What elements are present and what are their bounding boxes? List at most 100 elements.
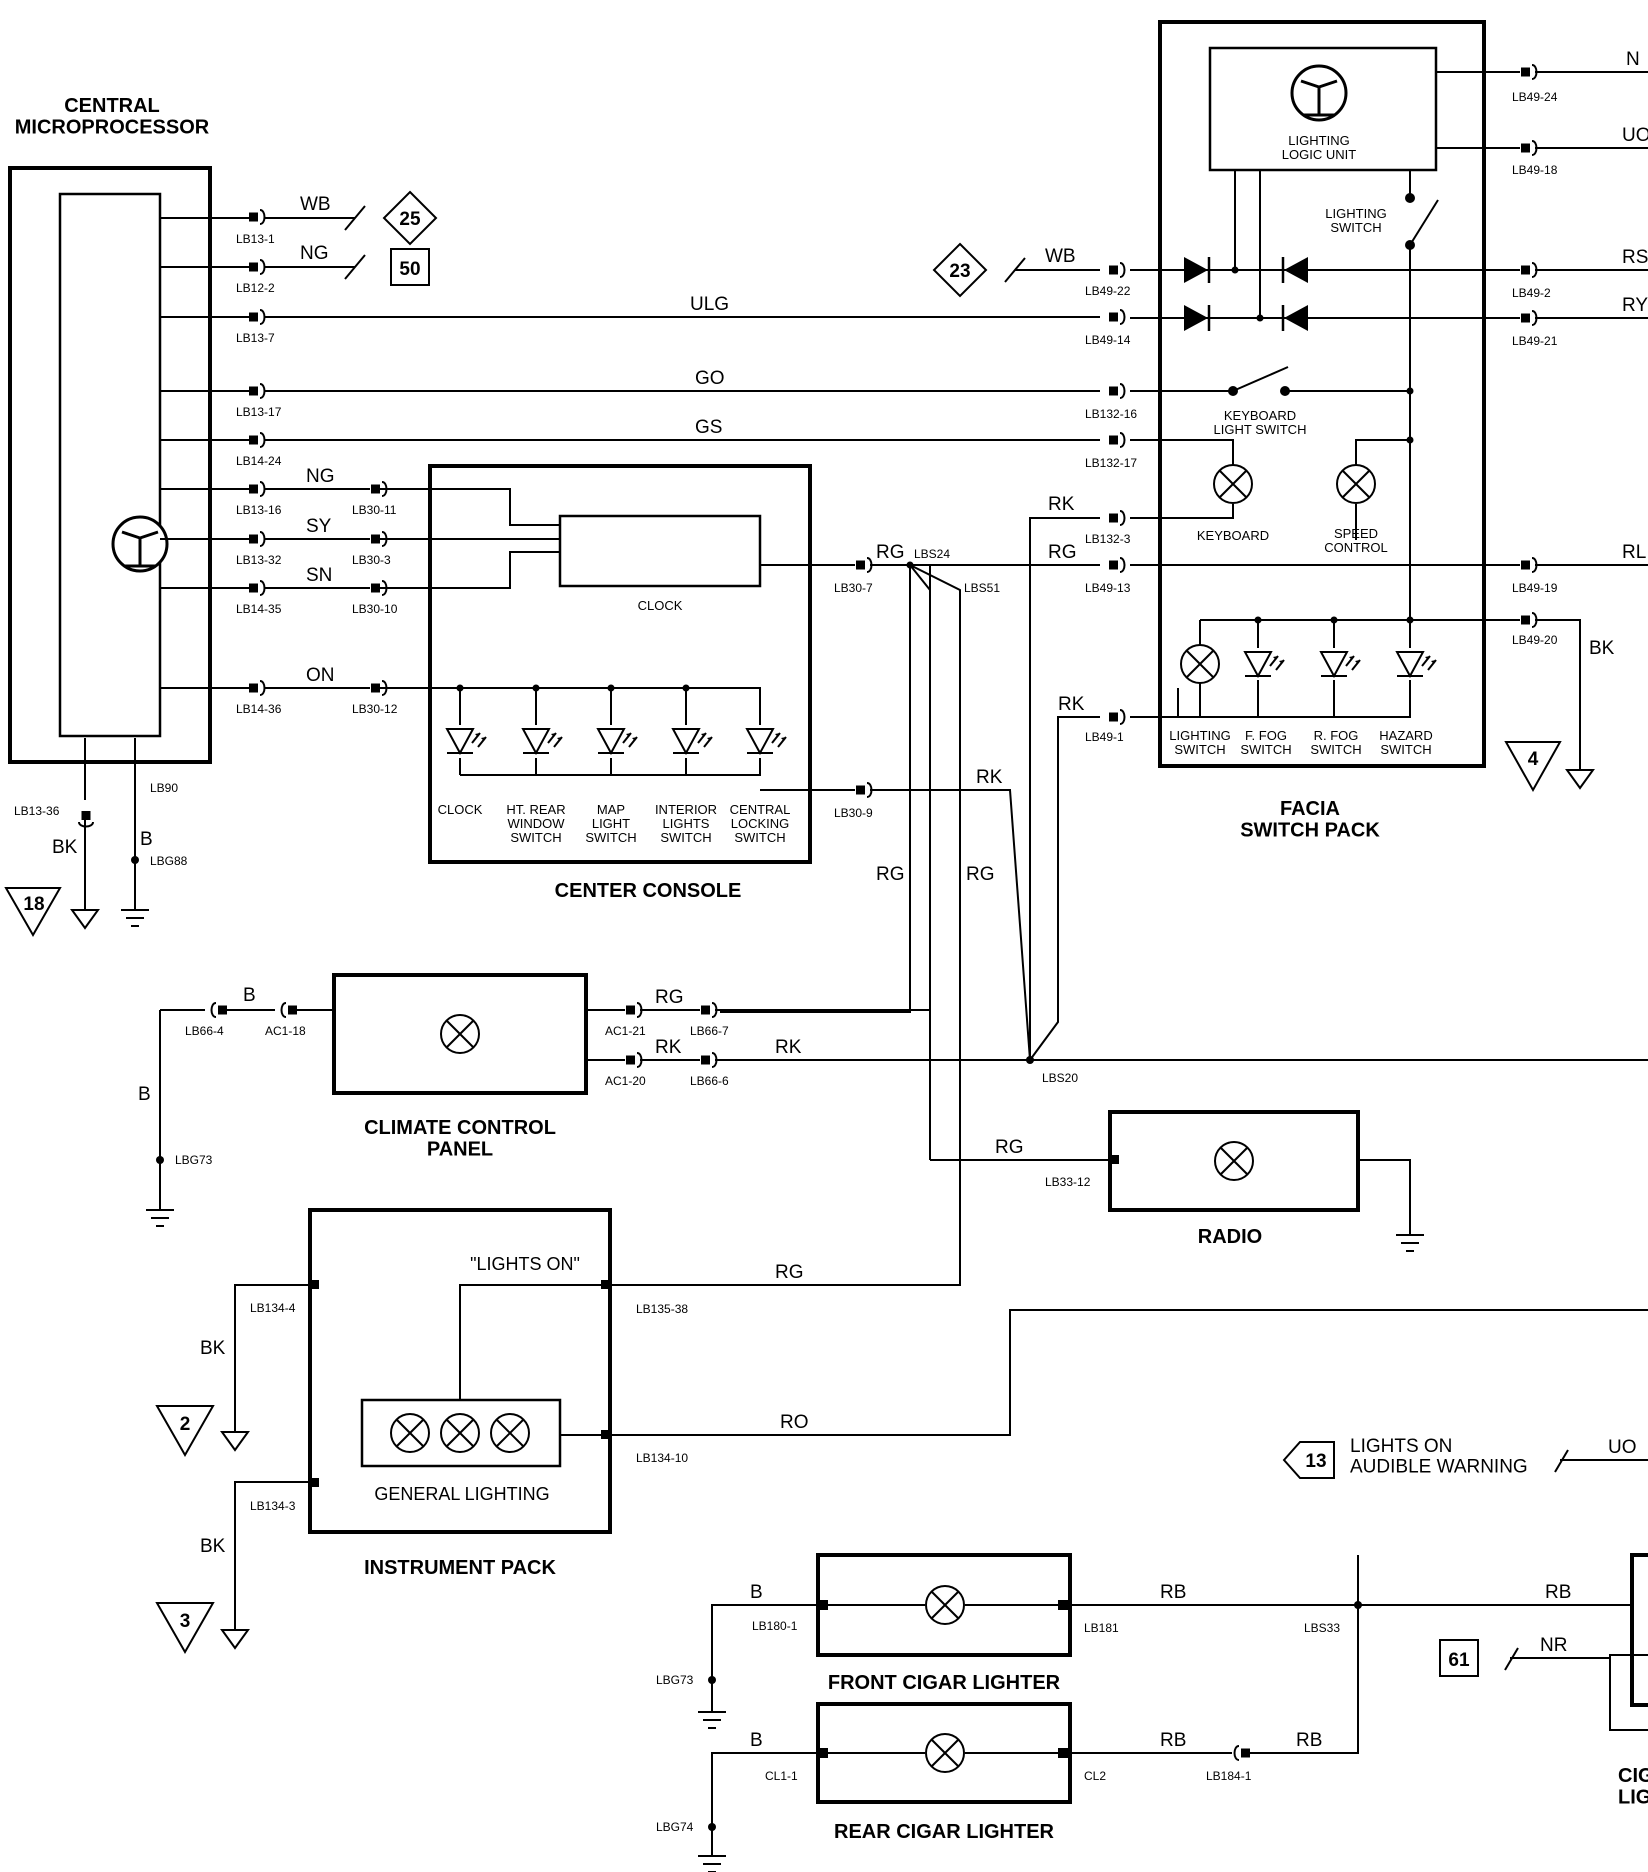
connector-lb49-20: LB49-20 bbox=[1512, 633, 1558, 647]
console-lamp-clock-icon bbox=[446, 728, 487, 754]
connector-lb30-10: LB30-10 bbox=[352, 602, 398, 616]
wire-ry: RY bbox=[1622, 295, 1648, 316]
wire-rs: RS bbox=[1622, 247, 1648, 268]
wire-ng: NG bbox=[300, 243, 329, 264]
connector-lbg73-front: LBG73 bbox=[656, 1673, 694, 1687]
connector-lb13-17: LB13-17 bbox=[236, 405, 282, 419]
svg-text:4: 4 bbox=[1528, 749, 1539, 770]
svg-text:25: 25 bbox=[399, 209, 421, 230]
wire-rk-lb30-9: RK bbox=[976, 767, 1003, 788]
diode-4-icon bbox=[1281, 303, 1310, 333]
ref-4: 4 bbox=[1504, 741, 1562, 793]
wire-sn: SN bbox=[306, 565, 332, 586]
connector-lb13-1: LB13-1 bbox=[236, 232, 275, 246]
wire-wb: WB bbox=[300, 194, 331, 215]
general-lighting-lamp-2-icon bbox=[440, 1413, 480, 1453]
wire-rg-branch2: RG bbox=[966, 864, 995, 885]
radio-lamp-icon bbox=[1214, 1141, 1254, 1181]
wire-on: ON bbox=[306, 665, 335, 686]
svg-text:23: 23 bbox=[949, 261, 970, 282]
rear-cigar-lighter-lamp-icon bbox=[925, 1733, 965, 1773]
ref-23: 23 bbox=[932, 242, 988, 298]
facia-lamp-hazard-icon bbox=[1396, 651, 1437, 677]
connector-lb49-18: LB49-18 bbox=[1512, 163, 1558, 177]
lights-on-label: "LIGHTS ON" bbox=[470, 1254, 580, 1274]
ref-3: 3 bbox=[155, 1602, 215, 1655]
connector-lb49-22: LB49-22 bbox=[1085, 284, 1131, 298]
connector-lb14-24: LB14-24 bbox=[236, 454, 282, 468]
front-cigar-lighter-label: FRONT CIGAR LIGHTER bbox=[828, 1672, 1061, 1694]
wire-b-lbg73: B bbox=[138, 1084, 151, 1105]
ref-13: 13 bbox=[1282, 1441, 1335, 1479]
wire-rk-lb66-6: RK bbox=[655, 1037, 682, 1058]
wire-go: GO bbox=[695, 368, 725, 389]
svg-text:13: 13 bbox=[1305, 1451, 1326, 1472]
rear-cigar-lighter: REAR CIGAR LIGHTER bbox=[816, 1702, 1072, 1843]
wire-uo-top: UO bbox=[1622, 125, 1648, 146]
wire-n: N bbox=[1626, 49, 1640, 70]
connector-cl2: CL2 bbox=[1084, 1769, 1106, 1783]
console-lamp-label: CLOCK bbox=[438, 802, 483, 817]
center-console: CLOCK CENTER CONSOLE bbox=[380, 464, 855, 902]
front-cigar-lighter: FRONT CIGAR LIGHTER bbox=[816, 1553, 1072, 1694]
front-cigar-lighter-lamp-icon bbox=[925, 1585, 965, 1625]
instrument-pack-label: INSTRUMENT PACK bbox=[364, 1557, 556, 1579]
connector-lb181: LB181 bbox=[1084, 1621, 1119, 1635]
connector-lb14-35: LB14-35 bbox=[236, 602, 282, 616]
wire-rl: RL bbox=[1622, 542, 1646, 563]
connector-lb30-3: LB30-3 bbox=[352, 553, 391, 567]
wire-rk-lb49-1: RK bbox=[1058, 694, 1085, 715]
ref-2: 2 bbox=[155, 1405, 215, 1458]
connector-lb30-7: LB30-7 bbox=[834, 581, 873, 595]
ref-25: 25 bbox=[382, 190, 438, 246]
connector-ac1-18: AC1-18 bbox=[265, 1024, 306, 1038]
connector-cl1-1: CL1-1 bbox=[765, 1769, 798, 1783]
connector-lb12-2: LB12-2 bbox=[236, 281, 275, 295]
connector-lb66-7: LB66-7 bbox=[690, 1024, 729, 1038]
connector-lb134-4: LB134-4 bbox=[250, 1301, 296, 1315]
keyboard-lamp-icon bbox=[1213, 464, 1253, 504]
connector-lbg74: LBG74 bbox=[656, 1820, 694, 1834]
connector-ac1-21: AC1-21 bbox=[605, 1024, 646, 1038]
keyboard-label: KEYBOARD bbox=[1197, 528, 1269, 543]
wire-b-climate: B bbox=[243, 985, 256, 1006]
diode-1-icon bbox=[1182, 255, 1211, 285]
connector-lb49-14: LB49-14 bbox=[1085, 333, 1131, 347]
radio: RADIO bbox=[1108, 1110, 1360, 1248]
svg-text:2: 2 bbox=[180, 1414, 191, 1435]
connector-lb14-36: LB14-36 bbox=[236, 702, 282, 716]
connector-lb30-9: LB30-9 bbox=[834, 806, 873, 820]
connector-lb184-1: LB184-1 bbox=[1206, 1769, 1252, 1783]
connector-lb33-12: LB33-12 bbox=[1045, 1175, 1091, 1189]
connector-lb49-19: LB49-19 bbox=[1512, 581, 1558, 595]
general-lighting-lamp-3-icon bbox=[490, 1413, 530, 1453]
wire-rb-lbs33: RB bbox=[1296, 1730, 1322, 1751]
wire-wb-lb49-22: WB bbox=[1045, 246, 1076, 267]
wire-rk-lbs20: RK bbox=[775, 1037, 802, 1058]
wire-sy: SY bbox=[306, 516, 332, 537]
wire-b-front-cigar: B bbox=[750, 1582, 763, 1603]
connector-lb30-12: LB30-12 bbox=[352, 702, 398, 716]
connector-lb30-11: LB30-11 bbox=[352, 503, 397, 517]
microprocessor-icon bbox=[111, 515, 169, 573]
instrument-pack: "LIGHTS ON" GENERAL LIGHTING INSTRUMENT … bbox=[308, 1208, 612, 1579]
radio-label: RADIO bbox=[1198, 1226, 1262, 1248]
wire-uo: UO bbox=[1608, 1437, 1637, 1458]
connector-lb134-3: LB134-3 bbox=[250, 1499, 296, 1513]
wire-rb-right: RB bbox=[1545, 1582, 1571, 1603]
